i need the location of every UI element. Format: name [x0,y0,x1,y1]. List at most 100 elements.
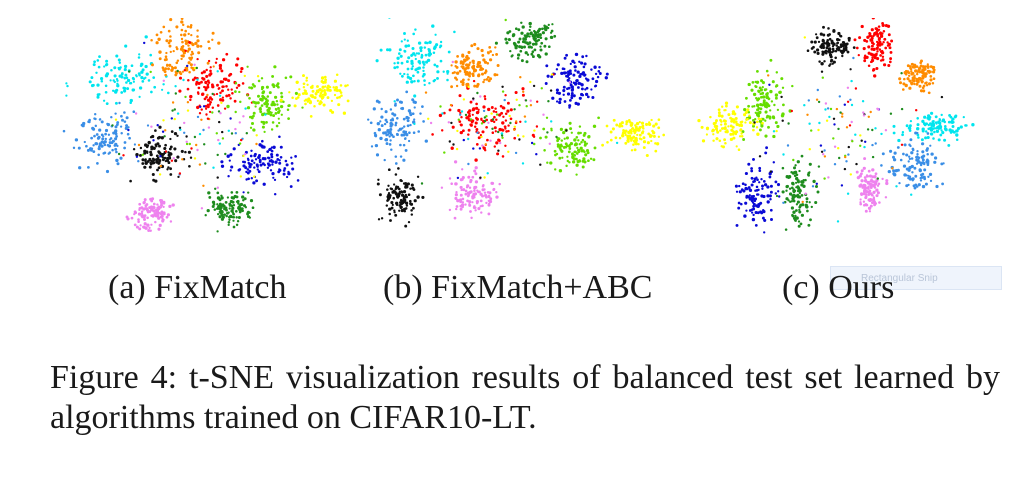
scatter-point [869,39,872,42]
scatter-point [850,120,853,124]
scatter-point [926,66,930,69]
scatter-point [950,129,954,133]
scatter-point [97,146,101,151]
scatter-point [387,184,390,187]
scatter-point [405,204,409,207]
scatter-point [399,202,403,206]
scatter-point [249,126,253,129]
scatter-point [759,88,763,92]
scatter-point [260,77,264,80]
scatter-point [163,135,166,138]
scatter-point [196,91,200,94]
scatter-point [196,148,199,152]
scatter-point [495,52,499,56]
scatter-point [204,80,208,85]
scatter-point [905,153,909,157]
scatter-point [282,172,286,176]
scatter-point [781,112,785,116]
scatter-point [846,100,850,104]
scatter-point [908,126,912,130]
scatter-point [565,129,568,132]
scatter-point [750,176,754,180]
scatter-point [157,227,161,231]
scatter-point [449,103,453,107]
scatter-point [777,195,781,198]
scatter-point [168,204,172,209]
scatter-point [793,171,796,174]
scatter-point [627,130,631,135]
scatter-point [866,56,869,59]
scatter-point [772,130,776,133]
scatter-point [394,155,398,158]
scatter-point [811,185,815,188]
scatter-point [435,64,439,68]
scatter-point [119,156,123,160]
scatter-point [407,193,411,197]
scatter-point [231,92,234,95]
scatter-point [764,110,768,114]
scatter-point [229,169,232,172]
scatter-point [593,146,597,150]
scatter-point [921,161,925,165]
scatter-point [159,206,163,209]
scatter-point [271,74,275,78]
scatter-point [311,84,314,88]
scatter-point [211,92,214,96]
scatter-point [837,45,841,50]
scatter-point [422,63,426,66]
scatter-point [479,176,482,179]
scatter-point [815,182,818,185]
scatter-point [566,155,569,158]
scatter-point [135,155,139,158]
scatter-point [831,47,835,51]
scatter-point [650,139,653,143]
scatter-point [495,195,499,199]
scatter-point [303,99,306,102]
scatter-point [405,90,409,94]
scatter-point [168,152,172,156]
scatter-point [418,62,422,65]
scatter-point [576,146,579,150]
scatter-point [211,31,215,35]
scatter-point [777,190,780,193]
scatter-point [482,80,485,84]
scatter-point [457,118,460,121]
scatter-point [227,79,231,83]
scatter-point [406,73,409,76]
scatter-point [756,70,759,73]
scatter-point [489,58,493,62]
scatter-point [259,110,263,114]
scatter-point [225,214,228,218]
scatter-point [581,165,585,169]
scatter-point [754,80,757,84]
scatter-point [104,84,108,88]
scatter-point [295,80,299,84]
scatter-point [123,120,127,123]
scatter-point [93,117,96,120]
scatter-point [423,79,426,82]
scatter-point [487,212,491,216]
scatter-point [212,166,215,169]
scatter-point [182,78,185,82]
scatter-point [274,95,278,99]
scatter-point [892,155,895,159]
scatter-point [761,85,764,89]
scatter-point [294,155,297,158]
scatter-point [180,57,183,61]
scatter-point [165,51,168,55]
scatter-point [769,109,772,112]
scatter-point [894,168,899,173]
scatter-point [879,31,882,35]
scatter-point [204,104,208,108]
scatter-point [884,129,888,132]
scatter-point [755,176,758,179]
scatter-point [410,61,414,66]
scatter-point [572,94,576,98]
scatter-point [574,69,577,72]
scatter-point [235,191,239,194]
scatter-point [90,136,93,140]
scatter-point [871,143,874,147]
scatter-point [921,65,925,69]
scatter-point [908,129,912,132]
scatter-point [169,167,172,171]
